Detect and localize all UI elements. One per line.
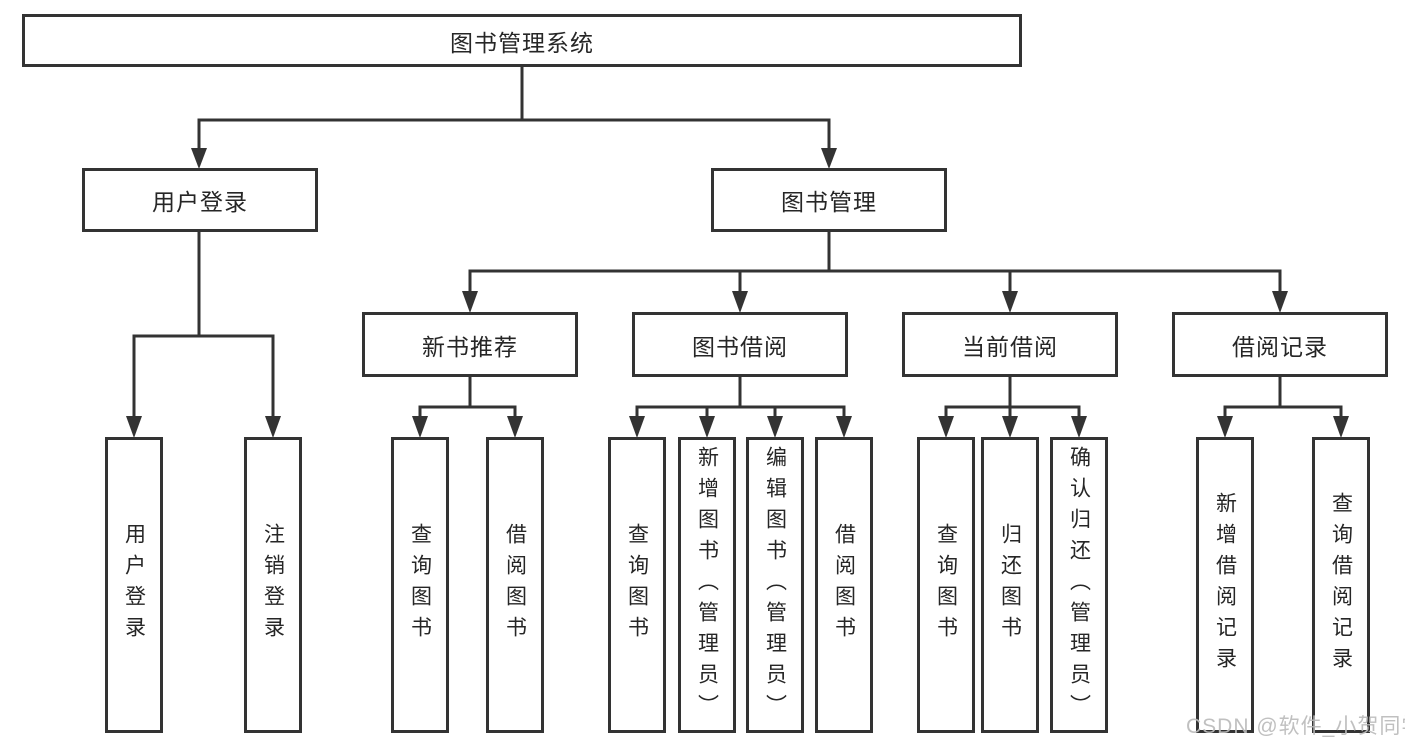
connector-borrow-record: [1217, 375, 1349, 438]
connector-root: [191, 65, 837, 169]
node-current-borrow: 当前借阅: [902, 312, 1118, 377]
connector-book-borrow: [629, 375, 852, 438]
node-leaf-recommend-query-book: 查询图书: [391, 437, 449, 733]
node-leaf-add-borrow-record: 新增借阅记录: [1196, 437, 1254, 733]
watermark: CSDN @软件_小贺同学: [1186, 715, 1405, 738]
node-book-management: 图书管理: [711, 168, 947, 232]
node-leaf-current-query-book: 查询图书: [917, 437, 975, 733]
node-leaf-user-login: 用户登录: [105, 437, 163, 733]
node-book-borrow: 图书借阅: [632, 312, 848, 377]
node-leaf-query-borrow-record: 查询借阅记录: [1312, 437, 1370, 733]
node-borrow-record: 借阅记录: [1172, 312, 1388, 377]
connector-new-book-recommend: [412, 375, 523, 438]
node-leaf-borrow-book: 借阅图书: [815, 437, 873, 733]
node-leaf-confirm-return-admin: 确认归还（管理员）: [1050, 437, 1108, 733]
node-leaf-edit-book-admin: 编辑图书（管理员）: [746, 437, 804, 733]
node-leaf-recommend-borrow-book: 借阅图书: [486, 437, 544, 733]
node-user-login: 用户登录: [82, 168, 318, 232]
connector-current-borrow: [938, 375, 1087, 438]
connector-book-management: [462, 230, 1288, 313]
node-leaf-return-book: 归还图书: [981, 437, 1039, 733]
node-root: 图书管理系统: [22, 14, 1022, 67]
connector-user-login: [126, 230, 281, 438]
node-new-book-recommend: 新书推荐: [362, 312, 578, 377]
node-leaf-add-book-admin: 新增图书（管理员）: [678, 437, 736, 733]
node-leaf-logout: 注销登录: [244, 437, 302, 733]
node-leaf-borrow-query-book: 查询图书: [608, 437, 666, 733]
